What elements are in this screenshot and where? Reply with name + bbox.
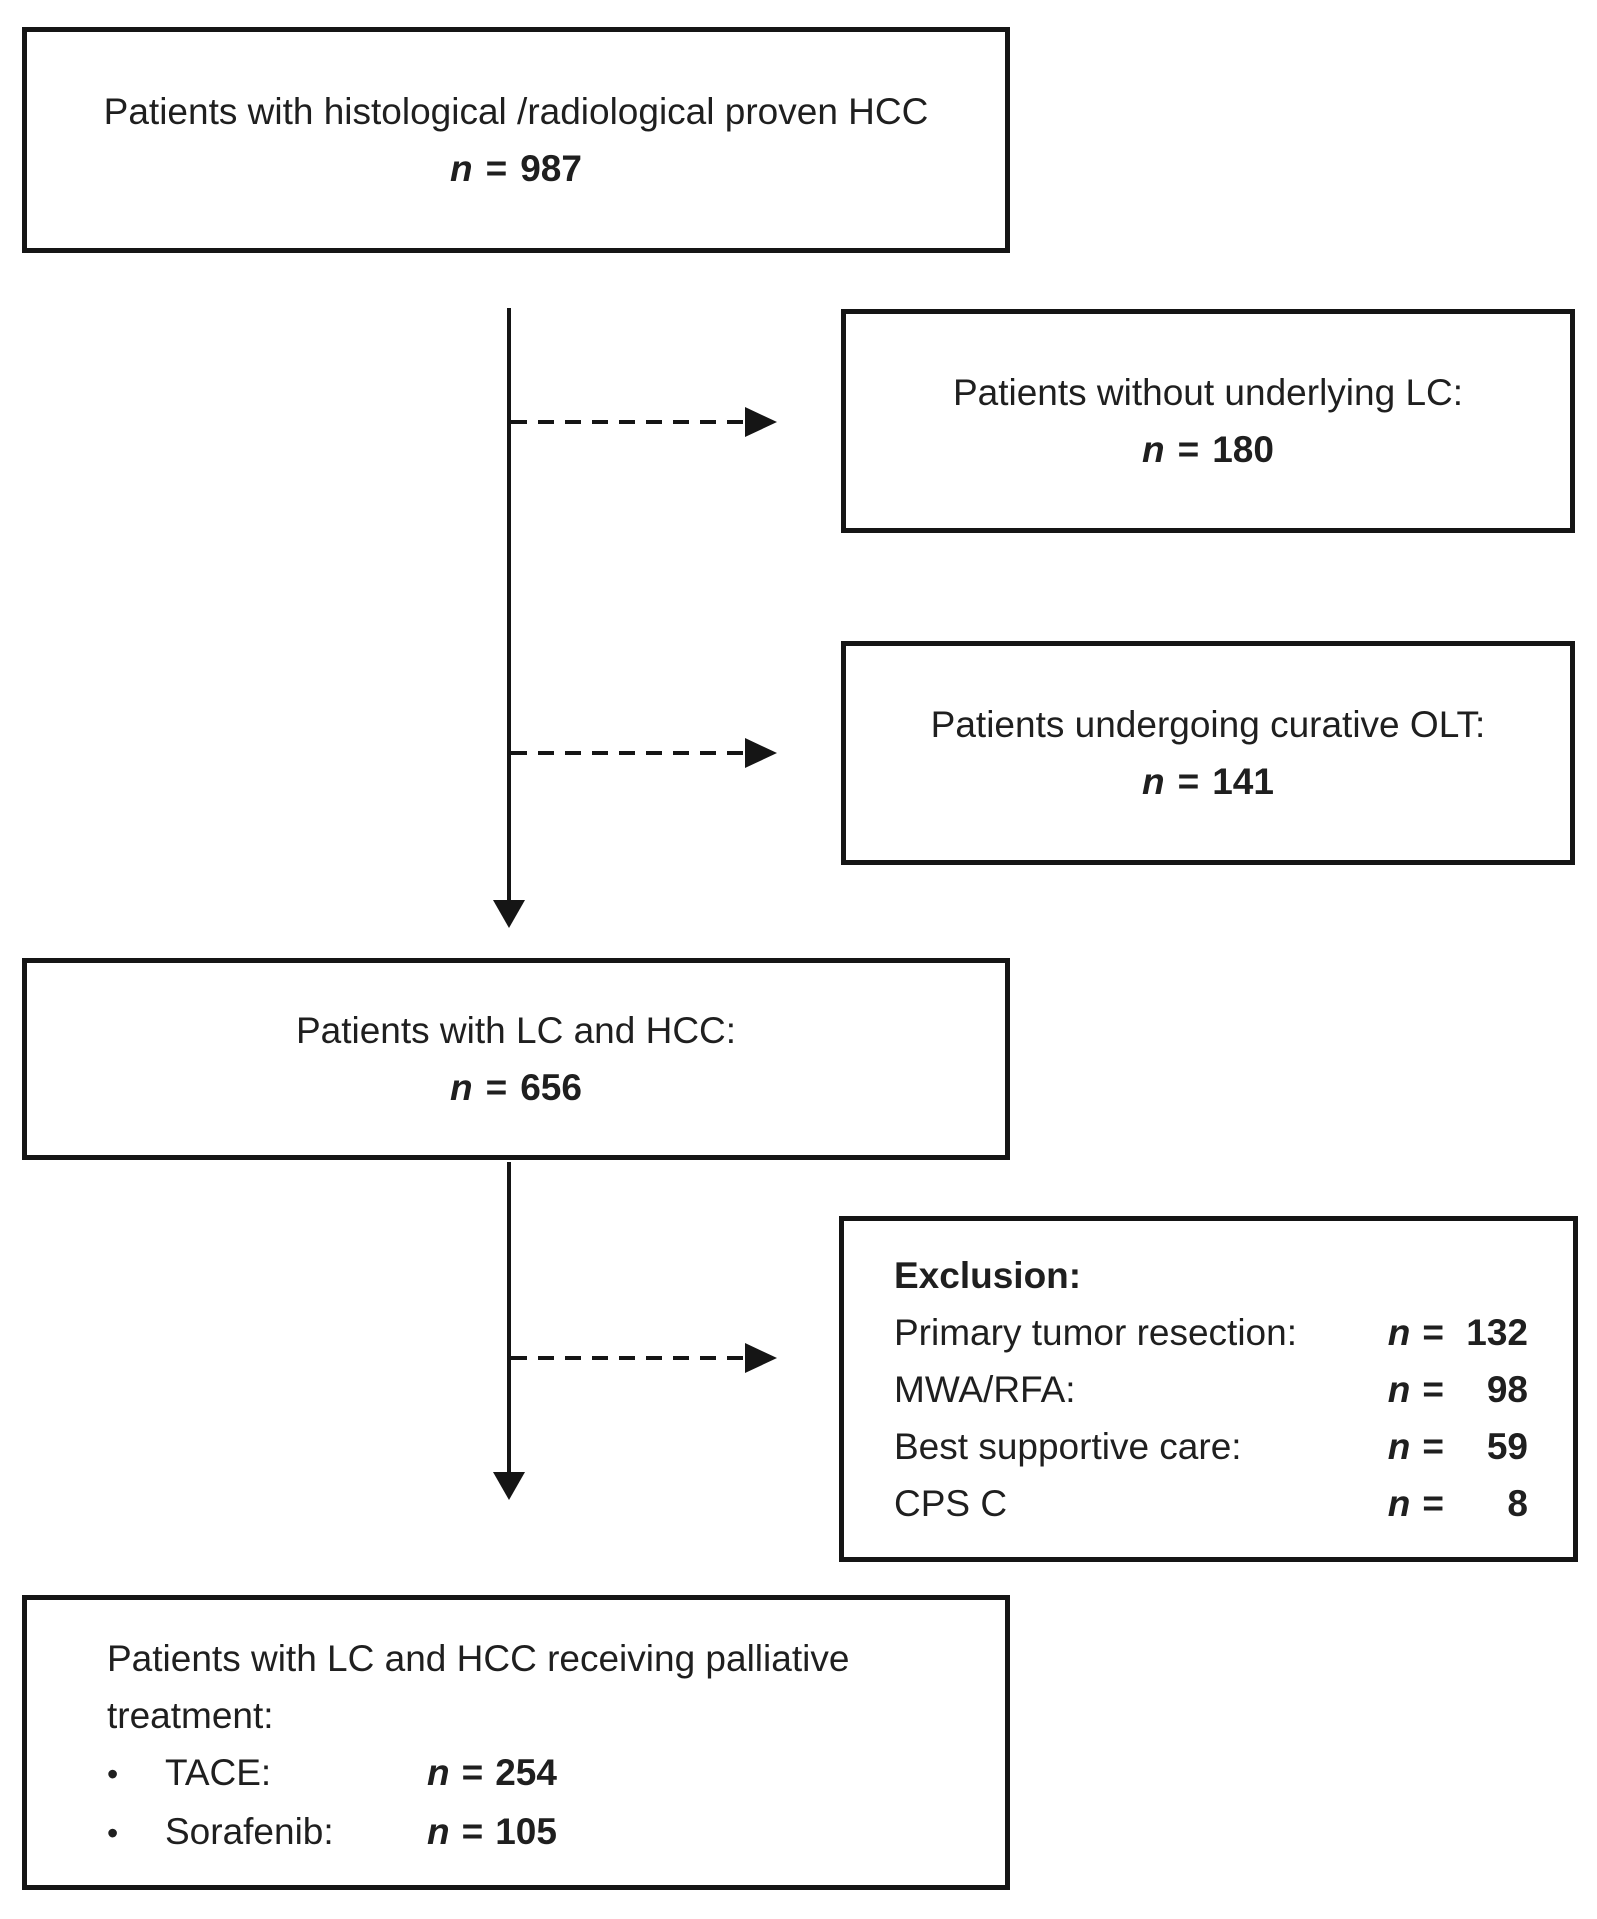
n-symbol: n: [1387, 1482, 1411, 1524]
exclusion-row-count: n = 8: [1388, 1475, 1528, 1532]
n-value: 656: [520, 1067, 582, 1108]
n-value: 254: [495, 1751, 557, 1793]
palliative-item-count: n = 105: [427, 1803, 557, 1860]
palliative-item: • TACE: n = 254: [107, 1744, 965, 1803]
palliative-item-label: Sorafenib:: [165, 1810, 334, 1852]
exclusion-row-label: Best supportive care:: [894, 1425, 1242, 1467]
box-palliative: Patients with LC and HCC receiving palli…: [22, 1595, 1010, 1890]
exclusion-row-label: MWA/RFA:: [894, 1368, 1076, 1410]
n-symbol: n: [427, 1810, 450, 1852]
box-lc-hcc: Patients with LC and HCC: n = 656: [22, 958, 1010, 1160]
box-hcc-total-title: Patients with histological /radiological…: [103, 91, 929, 132]
n-value: 180: [1212, 429, 1274, 470]
main-flow-line-1: [507, 308, 511, 900]
box-olt: Patients undergoing curative OLT: n = 14…: [841, 641, 1575, 865]
exclusion-row-count: n = 59: [1388, 1418, 1528, 1475]
n-value: 98: [1486, 1368, 1528, 1410]
arrow-right-icon-olt: [745, 738, 777, 768]
arrow-right-icon-exclusion: [745, 1343, 777, 1373]
n-symbol: n: [427, 1751, 450, 1793]
arrow-right-icon-no-lc: [745, 407, 777, 437]
exclusion-row: Primary tumor resection: n = 132: [894, 1304, 1528, 1361]
equals-sign: =: [485, 1067, 508, 1108]
n-symbol: n: [1142, 761, 1165, 802]
box-hcc-total-count: n = 987: [450, 140, 582, 197]
bullet-icon: •: [107, 1755, 119, 1792]
n-value: 132: [1466, 1311, 1528, 1353]
branch-dashed-line-exclusion: [511, 1356, 745, 1360]
n-symbol: n: [1142, 429, 1165, 470]
exclusion-row-count: n = 132: [1388, 1304, 1528, 1361]
palliative-item-label: TACE:: [165, 1751, 272, 1793]
palliative-title-line1: Patients with LC and HCC receiving palli…: [107, 1637, 850, 1679]
n-value: 105: [495, 1810, 557, 1852]
n-symbol: n: [450, 1067, 473, 1108]
box-no-lc: Patients without underlying LC: n = 180: [841, 309, 1575, 533]
box-olt-title: Patients undergoing curative OLT:: [930, 704, 1486, 745]
branch-dashed-line-olt: [511, 751, 745, 755]
main-flow-line-2: [507, 1162, 511, 1472]
n-value: 987: [520, 148, 582, 189]
box-hcc-total: Patients with histological /radiological…: [22, 27, 1010, 253]
box-lc-hcc-count: n = 656: [450, 1059, 582, 1116]
arrow-down-icon-2: [493, 1472, 525, 1500]
box-lc-hcc-title: Patients with LC and HCC:: [295, 1010, 737, 1051]
arrow-down-icon-1: [493, 900, 525, 928]
equals-sign: =: [461, 1751, 484, 1793]
exclusion-row: CPS C n = 8: [894, 1475, 1528, 1532]
n-value: 59: [1486, 1425, 1528, 1467]
n-symbol: n: [1387, 1311, 1411, 1353]
branch-dashed-line-no-lc: [511, 420, 745, 424]
palliative-title-line2: treatment:: [107, 1694, 274, 1736]
n-value: 141: [1212, 761, 1274, 802]
exclusion-row-count: n = 98: [1388, 1361, 1528, 1418]
equals-sign: =: [1422, 1482, 1444, 1524]
box-olt-count: n = 141: [1142, 753, 1274, 810]
n-symbol: n: [450, 148, 473, 189]
palliative-item-count: n = 254: [427, 1744, 557, 1801]
box-no-lc-count: n = 180: [1142, 421, 1274, 478]
box-no-lc-title: Patients without underlying LC:: [952, 372, 1464, 413]
equals-sign: =: [1422, 1425, 1444, 1467]
exclusion-heading: Exclusion:: [894, 1254, 1082, 1296]
box-exclusion: Exclusion: Primary tumor resection: n = …: [839, 1216, 1578, 1562]
n-value: 8: [1507, 1482, 1528, 1524]
equals-sign: =: [485, 148, 508, 189]
exclusion-row-label: CPS C: [894, 1482, 1008, 1524]
n-symbol: n: [1387, 1368, 1411, 1410]
exclusion-row: Best supportive care: n = 59: [894, 1418, 1528, 1475]
equals-sign: =: [1422, 1368, 1444, 1410]
equals-sign: =: [1422, 1311, 1444, 1353]
exclusion-row: MWA/RFA: n = 98: [894, 1361, 1528, 1418]
equals-sign: =: [1177, 761, 1200, 802]
exclusion-row-label: Primary tumor resection:: [894, 1311, 1297, 1353]
equals-sign: =: [1177, 429, 1200, 470]
palliative-item: • Sorafenib: n = 105: [107, 1803, 965, 1862]
equals-sign: =: [461, 1810, 484, 1852]
bullet-icon: •: [107, 1814, 119, 1851]
n-symbol: n: [1387, 1425, 1411, 1467]
